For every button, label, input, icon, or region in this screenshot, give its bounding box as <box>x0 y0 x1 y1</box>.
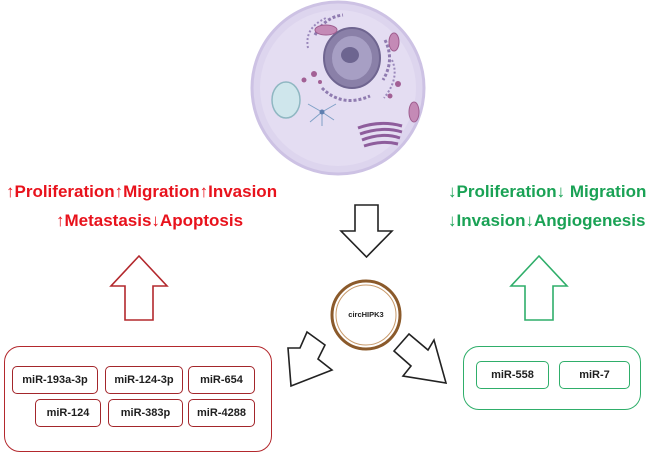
left-effects-line1: ↑Proliferation↑Migration↑Invasion <box>6 182 278 201</box>
right-mirna-panel: miR-558 miR-7 <box>463 346 641 410</box>
right-effects-line1: ↓Proliferation↓ Migration <box>448 182 647 201</box>
cell-illustration <box>250 0 426 176</box>
left-effects-line2: ↑Metastasis↓Apoptosis <box>56 211 244 230</box>
mirna-chip: miR-193a-3p <box>12 366 98 394</box>
mirna-chip: miR-558 <box>476 361 549 389</box>
down-right-arrow <box>392 332 448 384</box>
left-up-arrow <box>109 254 169 321</box>
mirna-chip: miR-7 <box>559 361 630 389</box>
left-mirna-panel: miR-193a-3p miR-124-3p miR-654 miR-124 m… <box>4 346 272 452</box>
down-left-arrow <box>287 330 334 388</box>
center-down-arrow <box>339 204 394 259</box>
mirna-chip: miR-124-3p <box>105 366 183 394</box>
right-effects-line2: ↓Invasion↓Angiogenesis <box>448 211 646 230</box>
mirna-chip: miR-654 <box>188 366 255 394</box>
circhipk3-label: circHIPK3 <box>348 310 384 319</box>
mirna-chip: miR-383p <box>108 399 183 427</box>
right-up-arrow <box>509 254 569 321</box>
mirna-chip: miR-124 <box>35 399 101 427</box>
circhipk3-ring <box>330 279 402 351</box>
mirna-chip: miR-4288 <box>188 399 255 427</box>
